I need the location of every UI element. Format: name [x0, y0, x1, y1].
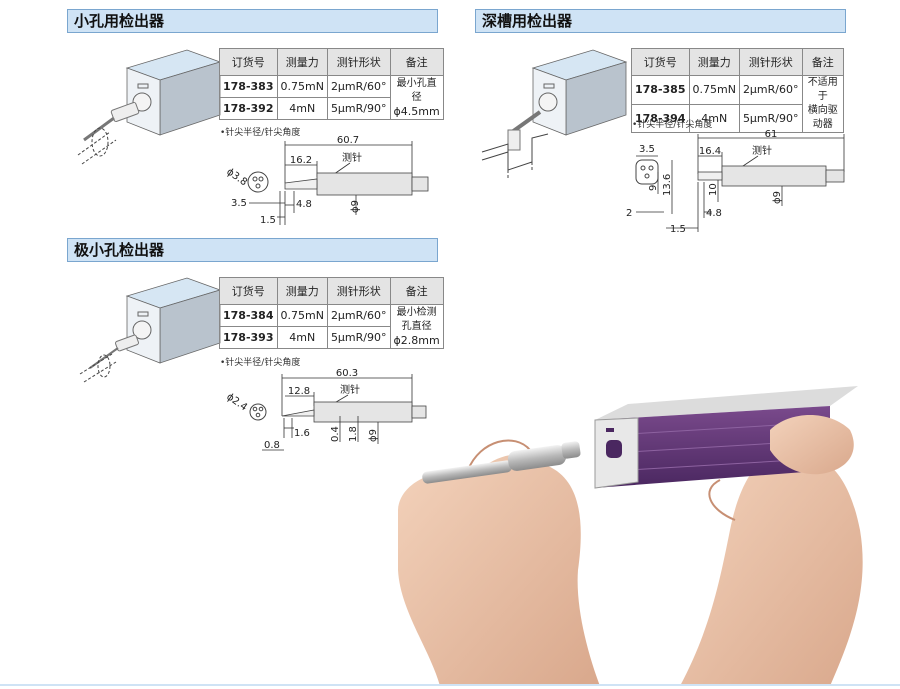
- spec-table-deep-groove: 订货号 测量力 测针形状 备注 178-385 0.75mN 2μmR/60° …: [631, 48, 844, 133]
- section-header-micro-hole: 极小孔检出器: [67, 238, 438, 262]
- dim-tip-length: 12.8: [288, 386, 310, 397]
- dim-offset-b: 1.5: [260, 215, 276, 226]
- stylus-label: 测针: [342, 151, 362, 164]
- dim-total-length: 61: [765, 129, 778, 140]
- note-line-1: 最小检测孔直径: [396, 306, 437, 332]
- order-code: 178-393: [219, 326, 278, 349]
- dim-shank-diameter: ϕ9: [368, 429, 379, 442]
- measuring-force: 4mN: [276, 326, 328, 349]
- dim-tip-length: 16.2: [290, 155, 312, 166]
- dim-offset-a: 3.5: [231, 198, 247, 209]
- stylus-label: 测针: [752, 144, 772, 157]
- order-code: 178-383: [219, 75, 278, 98]
- stylus-shape: 2μmR/60°: [738, 75, 803, 105]
- dim-total-length: 60.7: [337, 135, 359, 146]
- measuring-force: 0.75mN: [276, 304, 328, 327]
- note-cell: 最小检测孔直径 ϕ2.8mm: [389, 304, 444, 349]
- note-line-2: ϕ4.5mm: [393, 104, 440, 118]
- measuring-force: 4mN: [276, 97, 328, 120]
- note-line-2: 横向驱动器: [807, 105, 838, 130]
- header-force: 测量力: [276, 277, 328, 305]
- dim-offset-c: 4.8: [296, 199, 312, 210]
- detector-illustration-small-hole: [77, 49, 222, 165]
- section-header-deep-groove: 深槽用检出器: [475, 9, 846, 33]
- header-stylus-shape: 测针形状: [326, 277, 391, 305]
- header-note: 备注: [389, 277, 444, 305]
- dim-offset-a: 2: [626, 208, 632, 219]
- section-title: 小孔用检出器: [74, 12, 165, 30]
- note-cell: 不适用于 横向驱动器: [801, 75, 844, 133]
- dim-offset-b: 0.4: [330, 426, 341, 442]
- spec-table-micro-hole: 订货号 测量力 测针形状 备注 178-384 0.75mN 2μmR/60° …: [219, 277, 444, 349]
- header-force: 测量力: [276, 48, 328, 76]
- header-note: 备注: [801, 48, 844, 76]
- measuring-force: 4mN: [688, 103, 740, 133]
- dim-shank-diameter: ϕ9: [350, 200, 361, 213]
- stylus-shape: 5μmR/90°: [738, 103, 803, 133]
- order-code: 178-385: [631, 75, 690, 105]
- dim-height-b: 13.6: [662, 174, 673, 196]
- dim-total-length: 60.3: [336, 368, 358, 379]
- footnote: •针尖半径/针尖角度: [632, 120, 713, 130]
- dim-offset-a: 1.6: [294, 428, 310, 439]
- table-row: 178-394 4mN 5μmR/90°: [631, 103, 844, 133]
- order-code: 178-394: [631, 103, 690, 133]
- table-row: 178-383 0.75mN 2μmR/60° 最小孔直径 ϕ4.5mm: [219, 75, 444, 120]
- stylus-shape: 5μmR/90°: [326, 97, 391, 120]
- dim-ball-diameter: ϕ3.8: [224, 166, 249, 188]
- section-header-small-hole: 小孔用检出器: [67, 9, 438, 33]
- dim-tip-length: 16.4: [699, 146, 721, 157]
- detector-illustration-micro-hole: [79, 277, 222, 383]
- note-line-2: ϕ2.8mm: [393, 333, 440, 347]
- dim-offset-c: 1.5: [670, 224, 686, 235]
- header-order-no: 订货号: [631, 48, 690, 76]
- header-order-no: 订货号: [219, 277, 278, 305]
- table-row: 178-392 4mN 5μmR/90°: [219, 97, 444, 120]
- header-order-no: 订货号: [219, 48, 278, 76]
- bottom-divider: [0, 684, 900, 686]
- dimension-drawing-micro-hole: 60.3 12.8 测针 ϕ2.4 1.6 0.4 1.8 ϕ9 0.8: [224, 368, 427, 451]
- spec-table-small-hole: 订货号 测量力 测针形状 备注 178-383 0.75mN 2μmR/60° …: [219, 48, 444, 120]
- dim-top-width: 3.5: [639, 144, 655, 155]
- stylus-shape: 5μmR/90°: [326, 326, 391, 349]
- header-stylus-shape: 测针形状: [738, 48, 803, 76]
- dim-offset-c: 1.8: [348, 426, 359, 442]
- header-note: 备注: [389, 48, 444, 76]
- dim-offset-b: 4.8: [706, 208, 722, 219]
- order-code: 178-384: [219, 304, 278, 327]
- dim-height-a: 9: [648, 185, 659, 191]
- measuring-force: 0.75mN: [688, 75, 740, 105]
- measuring-force: 0.75mN: [276, 75, 328, 98]
- order-code: 178-392: [219, 97, 278, 120]
- dim-offset-d: 0.8: [264, 440, 280, 451]
- dimension-drawing-deep-groove: 61 16.4 测针 3.5 9 13.6 10 ϕ9 2 4.8 1.5: [626, 129, 845, 235]
- stylus-label: 测针: [340, 383, 360, 396]
- dimension-drawing-small-hole: 60.7 16.2 测针 ϕ3.8 3.5 1.5 4.8 ϕ9: [224, 135, 429, 226]
- table-row: 178-385 0.75mN 2μmR/60° 不适用于 横向驱动器: [631, 75, 844, 133]
- section-title: 极小孔检出器: [74, 241, 165, 259]
- note-cell: 最小孔直径 ϕ4.5mm: [389, 75, 444, 120]
- header-force: 测量力: [688, 48, 740, 76]
- note-line-1: 最小孔直径: [396, 77, 437, 103]
- table-row: 178-393 4mN 5μmR/90°: [219, 326, 444, 349]
- footnote: •针尖半径/针尖角度: [220, 358, 301, 368]
- section-title: 深槽用检出器: [482, 12, 573, 30]
- dim-ball-diameter: ϕ2.4: [224, 391, 249, 413]
- dim-shank-diameter: ϕ9: [772, 191, 783, 204]
- detector-illustration-deep-groove: [481, 49, 628, 178]
- dim-height-c: 10: [708, 183, 719, 196]
- stylus-shape: 2μmR/60°: [326, 75, 391, 98]
- header-stylus-shape: 测针形状: [326, 48, 391, 76]
- table-row: 178-384 0.75mN 2μmR/60° 最小检测孔直径 ϕ2.8mm: [219, 304, 444, 349]
- product-photo-hands: [398, 386, 863, 686]
- stylus-shape: 2μmR/60°: [326, 304, 391, 327]
- note-line-1: 不适用于: [807, 77, 838, 102]
- footnote: •针尖半径/针尖角度: [220, 128, 301, 138]
